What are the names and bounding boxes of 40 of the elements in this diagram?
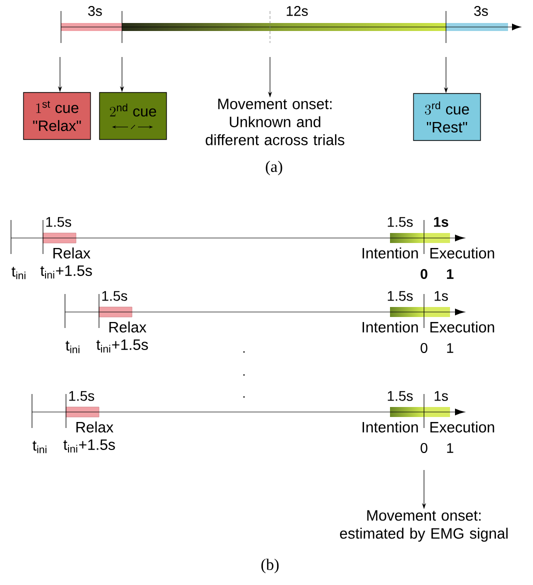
phase-label: Execution	[430, 322, 494, 332]
time-label: t$_{ini}$+1.5s	[40, 266, 92, 278]
duration-label: 1s	[434, 217, 448, 227]
duration-label: 1.5s	[388, 291, 413, 301]
phase-label: Intention	[362, 322, 418, 332]
phase-label: Execution	[430, 248, 494, 258]
duration-label: 1.5s	[46, 217, 72, 227]
time-label: 1	[447, 343, 454, 353]
duration-label: 3s	[88, 6, 102, 16]
duration-label: 1.5s	[102, 291, 128, 301]
cue-box: $2^{\text{nd}}\text{ cue}$	[99, 92, 167, 140]
time-label: t$_{ini}$+1.5s	[96, 340, 148, 352]
panel-label: (a)	[266, 160, 282, 176]
duration-label: 12s	[286, 6, 308, 16]
cue-box: $1^{\text{st}}\text{ cue}$ "Relax"	[23, 92, 91, 140]
time-label: t$_{ini}$	[32, 440, 46, 454]
duration-label: 3s	[474, 6, 488, 16]
time-label: t$_{ini}$	[66, 340, 80, 354]
panel-label: (b)	[261, 558, 279, 574]
phase-label: Relax	[76, 422, 114, 432]
duration-label: 1.5s	[69, 391, 94, 401]
time-label: 0	[420, 443, 428, 453]
time-label: 0	[420, 269, 428, 279]
duration-label: 1.5s	[388, 391, 413, 401]
onset-note: Movement onset: Unknown and different across trials	[206, 98, 344, 146]
time-label: t$_{ini}$	[12, 266, 26, 280]
time-label: t$_{ini}$+1.5s	[63, 440, 115, 452]
phase-label: Execution	[430, 422, 494, 432]
time-label: 0	[420, 343, 428, 353]
phase-label: Intention	[362, 248, 418, 258]
time-label: 1	[447, 443, 454, 453]
duration-label: 1s	[434, 291, 448, 301]
phase-label: Relax	[53, 248, 90, 258]
cue-box: $3^{\text{rd}}\text{ cue}$ "Rest"	[413, 93, 481, 141]
duration-label: 1s	[434, 391, 448, 401]
phase-label: Relax	[109, 322, 146, 332]
duration-label: 1.5s	[388, 217, 413, 227]
time-label: 1	[447, 269, 454, 279]
phase-label: Intention	[362, 422, 418, 432]
onset-note: Movement onset: estimated by EMG signal	[340, 510, 508, 542]
